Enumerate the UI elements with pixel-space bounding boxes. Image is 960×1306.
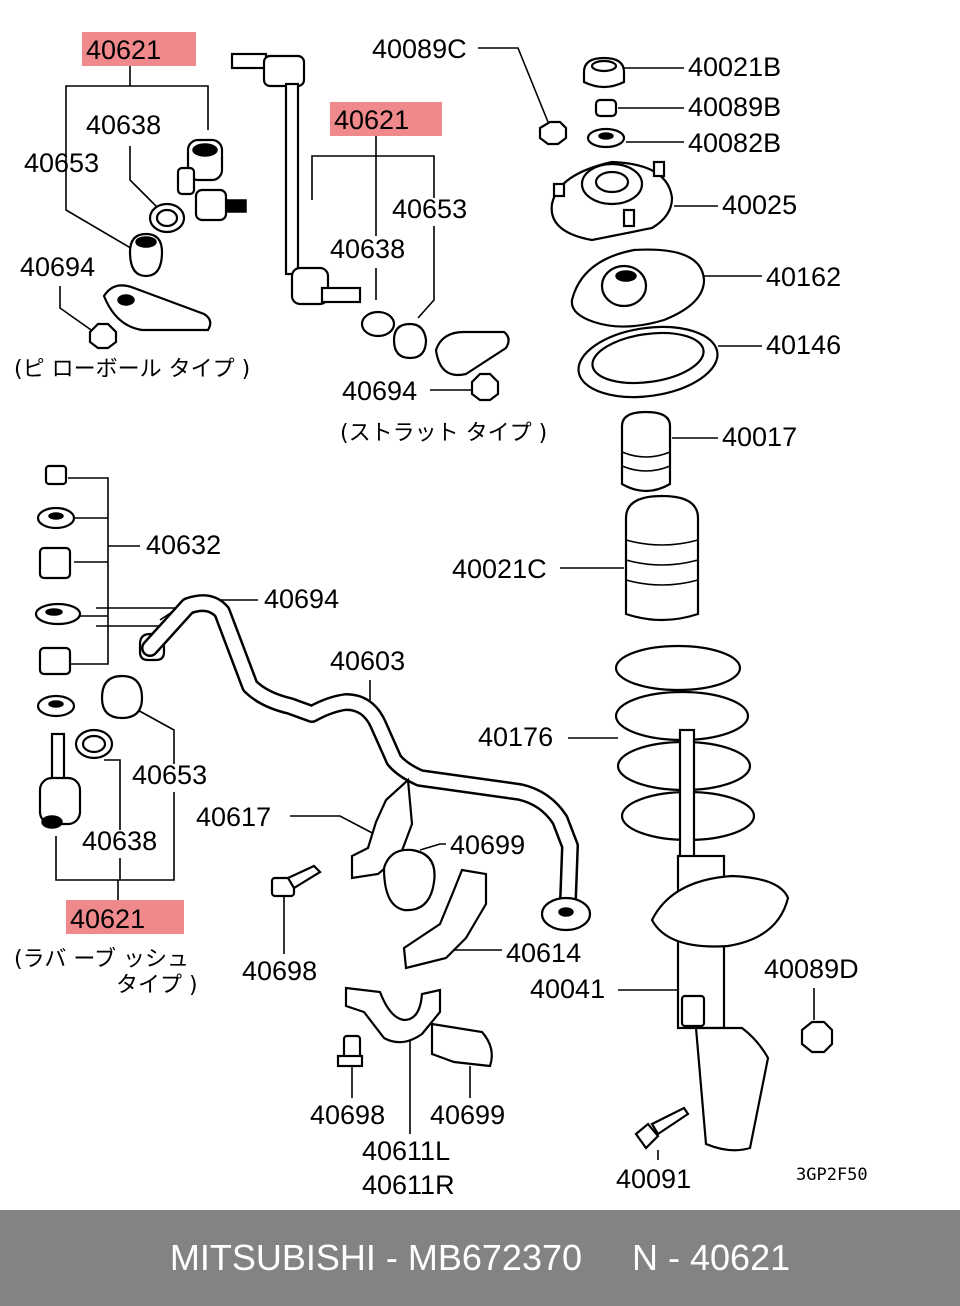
part-label: 40089D <box>764 954 859 984</box>
part-label: 40698 <box>242 956 317 986</box>
stabilizer-link-rod <box>230 52 362 306</box>
part-label: 40699 <box>430 1100 505 1130</box>
part-label: 40699 <box>450 830 525 860</box>
part-label: 40021C <box>452 554 547 584</box>
nut-40089B <box>594 98 618 118</box>
part-label: 40025 <box>722 190 797 220</box>
part-label: 40698 <box>310 1100 385 1130</box>
part-label: 40146 <box>766 330 841 360</box>
highlight-box <box>66 900 184 934</box>
part-label: 40041 <box>530 974 605 1004</box>
part-label: 40162 <box>766 262 841 292</box>
bolt-40698-b <box>336 1034 364 1068</box>
link-joint <box>38 732 82 829</box>
part-label: 40089C <box>372 34 467 64</box>
insulator-40146 <box>577 325 719 399</box>
part-label: 40653 <box>24 148 99 178</box>
bracket-40614 <box>402 868 488 970</box>
nut-40089C <box>538 120 568 146</box>
type-caption: (ピ ローボール タイプ ) <box>14 357 250 382</box>
part-number-footer: MITSUBISHI - MB672370 N - 40621 <box>0 1210 960 1306</box>
highlight-box <box>330 102 442 136</box>
dust-boot <box>100 674 144 720</box>
nut-40089D <box>800 1020 834 1054</box>
bush-kit-stack <box>34 464 82 718</box>
part-label: 40082B <box>688 128 781 158</box>
strut-body-40041 <box>650 728 790 1152</box>
bumper-40017 <box>620 410 672 493</box>
part-label: 40603 <box>330 646 405 676</box>
bolt-40091 <box>634 1106 690 1150</box>
part-label: 40638 <box>86 110 161 140</box>
group-rubber-bush-type: 40632 40694 40653 40638 40621 (ラバ ーブ ッシュ… <box>14 464 339 998</box>
bush-40699-a <box>382 848 436 912</box>
part-label: 40611R <box>362 1170 455 1200</box>
parts-diagram: 40621 40638 40653 40694 (ピ ローボール タイプ ) <box>14 32 868 1200</box>
leader-lines <box>59 66 209 333</box>
part-label: 40638 <box>330 234 405 264</box>
strut-bracket-fragment <box>434 330 510 377</box>
washer-40082B <box>586 127 626 149</box>
lower-arm-fragment <box>102 284 212 332</box>
part-label: 40614 <box>506 938 581 968</box>
boot-40021C <box>624 494 700 622</box>
part-label: 40621 <box>334 105 409 135</box>
part-label: 40621 <box>86 35 161 65</box>
part-label: 40089B <box>688 92 781 122</box>
dust-boot <box>392 322 428 360</box>
part-label: 40632 <box>146 530 221 560</box>
bushing-ring <box>360 310 396 338</box>
part-label: 40653 <box>132 760 207 790</box>
group-stabilizer: 40603 40617 40699 40698 40614 40698 4069… <box>141 594 592 1200</box>
part-label: 40621 <box>70 904 145 934</box>
type-caption: (ストラット タイプ ) <box>340 421 547 446</box>
part-label: 40638 <box>82 826 157 856</box>
type-caption: タイプ ) <box>116 973 198 998</box>
part-label: 40091 <box>616 1164 691 1194</box>
seat-40162 <box>570 248 706 328</box>
mount-40025 <box>550 160 674 242</box>
part-label: 40617 <box>196 802 271 832</box>
part-label: 40694 <box>342 376 417 406</box>
type-caption: (ラバ ーブ ッシュ <box>14 947 189 972</box>
group-strut-type: 40621 40653 40638 40694 (ストラット タイプ ) <box>230 52 547 446</box>
part-label: 40611L <box>362 1136 450 1166</box>
diagram-code: 3GP2F50 <box>796 1165 868 1185</box>
part-label: 40653 <box>392 194 467 224</box>
highlight-box <box>82 32 196 66</box>
group-pillow-ball-type: 40621 40638 40653 40694 (ピ ローボール タイプ ) <box>14 32 250 382</box>
clamp-40611 <box>344 986 442 1044</box>
part-label: 40694 <box>20 252 95 282</box>
pillow-ball-joint <box>176 138 247 222</box>
bolt-40698-a <box>270 864 322 898</box>
bush-40699-b <box>430 1022 493 1068</box>
lock-nut <box>88 322 118 350</box>
part-label: 40694 <box>264 584 339 614</box>
part-label: 40176 <box>478 722 553 752</box>
part-label: 40021B <box>688 52 781 82</box>
lock-nut <box>470 372 500 402</box>
part-label: 40017 <box>722 422 797 452</box>
cap-40021B <box>582 56 626 89</box>
group-strut-assembly: 40089C 40021B 40089B 40082B 40025 40162 … <box>372 34 868 1194</box>
